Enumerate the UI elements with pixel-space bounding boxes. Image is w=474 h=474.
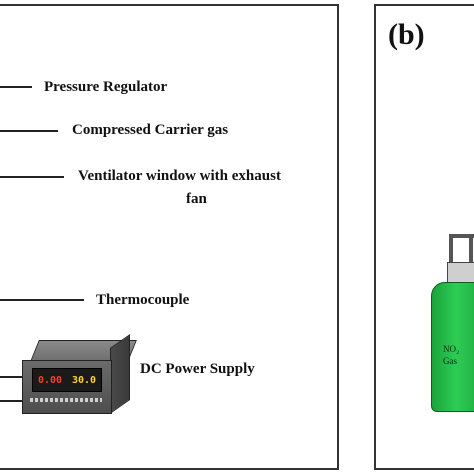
carrier-gas-label: Compressed Carrier gas bbox=[72, 122, 229, 138]
cylinder-valve-right-pipe bbox=[469, 236, 473, 266]
cylinder-valve-left-pipe bbox=[449, 236, 453, 266]
power-supply-caption-strip bbox=[30, 398, 102, 402]
pressure-regulator-leader bbox=[0, 86, 32, 88]
cylinder-label-line1: NO₂ bbox=[443, 344, 460, 354]
carrier-gas-leader bbox=[0, 130, 58, 132]
power-supply-side bbox=[110, 333, 130, 414]
no2-gas-cylinder bbox=[431, 282, 474, 412]
pressure-regulator-label: Pressure Regulator bbox=[44, 79, 168, 95]
power-supply-right-readout: 30.0 bbox=[71, 374, 97, 386]
power-supply-wire-2 bbox=[0, 400, 24, 402]
power-supply-display: 0.00 30.0 bbox=[32, 368, 102, 392]
dc-power-supply-label: DC Power Supply bbox=[140, 361, 255, 377]
ventilator-leader bbox=[0, 176, 64, 178]
power-supply-left-readout: 0.00 bbox=[37, 374, 63, 386]
thermocouple-label: Thermocouple bbox=[96, 292, 190, 308]
cylinder-valve-top bbox=[449, 234, 474, 238]
ventilator-label-line2: fan bbox=[186, 191, 207, 207]
thermocouple-leader bbox=[0, 299, 84, 301]
ventilator-label-line1: Ventilator window with exhaust bbox=[78, 168, 281, 184]
panel-b-tag: (b) bbox=[388, 18, 425, 51]
cylinder-label-line2: Gas bbox=[443, 355, 457, 366]
cylinder-label: NO₂ Gas bbox=[443, 344, 459, 367]
power-supply-wire-1 bbox=[0, 376, 24, 378]
